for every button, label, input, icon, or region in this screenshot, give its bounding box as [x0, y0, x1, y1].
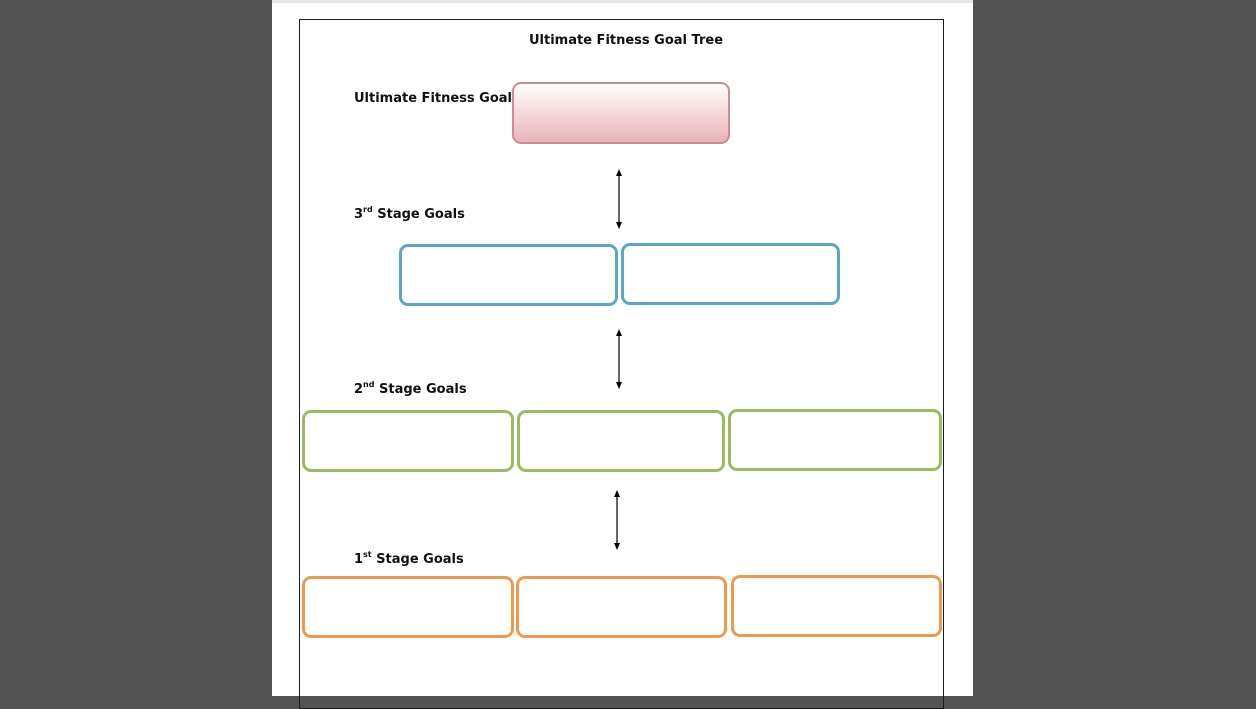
ultimate-goal-box[interactable] [512, 82, 730, 144]
stage3-text: Stage Goals [372, 207, 465, 222]
connector-arrow-1 [614, 169, 624, 229]
connector-arrow-2 [614, 329, 624, 389]
page-title: Ultimate Fitness Goal Tree [529, 33, 724, 48]
stage1-goal-box-2[interactable] [516, 576, 727, 638]
stage1-goal-box-1[interactable] [302, 576, 514, 638]
stage1-label: 1st Stage Goals [354, 550, 464, 567]
stage1-ordinal: st [363, 550, 372, 559]
stage1-number: 1 [354, 552, 364, 567]
stage3-goal-box-2[interactable] [621, 243, 840, 305]
stage1-text: Stage Goals [371, 552, 464, 567]
document-page: Ultimate Fitness Goal Tree Ultimate Fitn… [272, 0, 973, 709]
stage2-goal-box-2[interactable] [517, 410, 725, 472]
stage2-label: 2nd Stage Goals [354, 380, 467, 397]
stage3-ordinal: rd [363, 205, 373, 214]
connector-arrow-3 [612, 490, 622, 550]
stage3-label: 3rd Stage Goals [354, 205, 465, 222]
stage2-goal-box-1[interactable] [302, 410, 514, 472]
stage1-goal-box-3[interactable] [731, 575, 942, 637]
stage2-number: 2 [354, 382, 364, 397]
stage3-number: 3 [354, 207, 364, 222]
ultimate-goal-label: Ultimate Fitness Goal [354, 91, 513, 106]
page-top-edge [272, 0, 973, 3]
stage2-goal-box-3[interactable] [728, 409, 942, 471]
stage3-goal-box-1[interactable] [399, 244, 618, 306]
stage2-ordinal: nd [363, 380, 375, 389]
stage2-text: Stage Goals [374, 382, 467, 397]
